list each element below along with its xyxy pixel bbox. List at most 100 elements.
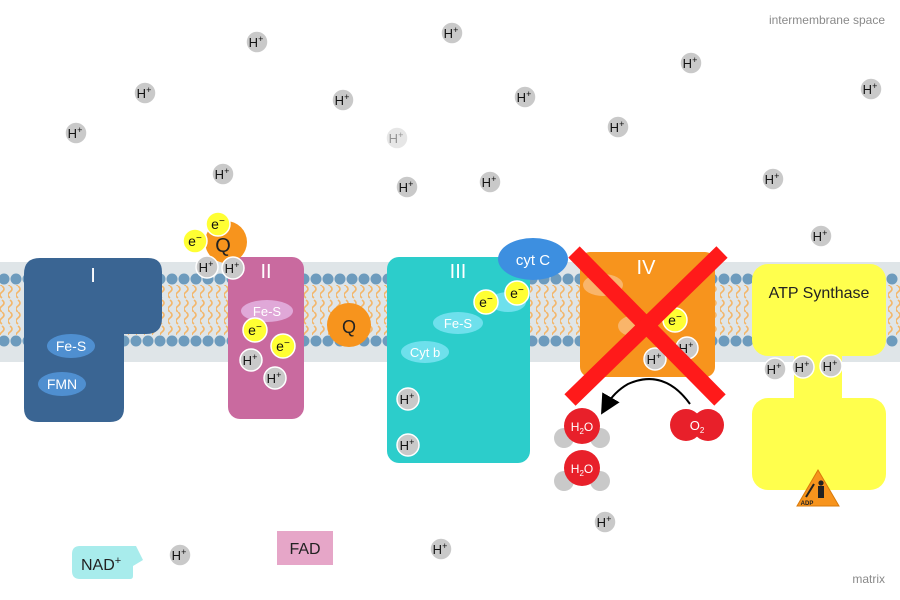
proton-icon: H+	[239, 348, 263, 372]
electron-icon: e−	[242, 317, 268, 343]
lipid-head	[10, 273, 22, 285]
svg-text:H+: H+	[517, 89, 532, 105]
proton-icon: H+	[385, 126, 409, 150]
protons-layer: H+ H+ H+ H+ H+ H+ H+ H+ H+ H+ H+ H+ H+ H+ H+ H+ H+ H+ H+ H+…	[64, 21, 883, 567]
svg-text:H+: H+	[335, 92, 350, 108]
svg-text:e−: e−	[479, 294, 493, 310]
lipid-head	[202, 335, 214, 347]
lipid-head	[742, 335, 754, 347]
quinone-membrane-label: Q	[342, 317, 356, 337]
proton-icon: H+	[679, 51, 703, 75]
proton-icon: H+	[763, 357, 787, 381]
electron-icon: e−	[504, 280, 530, 306]
lipid-head	[10, 335, 22, 347]
svg-text:H+: H+	[765, 171, 780, 187]
water-molecule-1: H2O	[554, 408, 610, 448]
lipid-head	[0, 335, 10, 347]
lipid-head	[130, 335, 142, 347]
lipid-head	[538, 335, 550, 347]
svg-text:O2: O2	[690, 418, 705, 435]
svg-text:H+: H+	[172, 547, 187, 563]
svg-text:H+: H+	[199, 259, 214, 275]
lipid-head	[562, 335, 574, 347]
quinone-membrane: Q	[327, 303, 371, 347]
proton-icon: H+	[593, 510, 617, 534]
svg-text:H+: H+	[400, 437, 415, 453]
proton-icon: H+	[133, 81, 157, 105]
svg-text:H+: H+	[683, 55, 698, 71]
atp-synthase: ATP Synthase ADP	[752, 264, 886, 507]
lipid-head	[166, 335, 178, 347]
svg-text:H2O: H2O	[571, 462, 593, 478]
svg-text:H+: H+	[215, 166, 230, 182]
complex-3-label: III	[450, 261, 467, 283]
svg-text:H+: H+	[795, 359, 810, 375]
svg-text:H+: H+	[813, 228, 828, 244]
proton-icon: H+	[478, 170, 502, 194]
svg-text:H+: H+	[863, 81, 878, 97]
fe-s-cluster-2	[241, 300, 293, 322]
water-molecule-2: H2O	[554, 450, 610, 491]
svg-text:H+: H+	[243, 352, 258, 368]
complex-4-label: IV	[637, 257, 657, 279]
svg-text:H+: H+	[767, 361, 782, 377]
svg-text:e−: e−	[188, 233, 202, 249]
warning-icon: ADP	[796, 469, 840, 507]
lipid-head	[322, 335, 334, 347]
proton-icon: H+	[211, 162, 235, 186]
lipid-head	[358, 273, 370, 285]
proton-icon: H+	[263, 366, 287, 390]
lipid-head	[346, 273, 358, 285]
proton-icon: H+	[643, 347, 667, 371]
complex-2-fe-s-label: Fe-S	[253, 304, 282, 319]
svg-text:H+: H+	[610, 119, 625, 135]
proton-icon: H+	[396, 433, 420, 457]
adp-label: ADP	[801, 501, 814, 507]
lipid-head	[178, 335, 190, 347]
fad-label: FAD	[289, 541, 320, 558]
lipid-head	[730, 273, 742, 285]
complex-3-cyt-b-label: Cyt b	[410, 345, 440, 360]
complex-3-fe-s-label: Fe-S	[444, 316, 473, 331]
lipid-head	[370, 273, 382, 285]
complex-1: I Fe-S FMN	[24, 258, 162, 422]
svg-text:H2O: H2O	[571, 420, 593, 436]
cyt-c-label: cyt C	[516, 252, 550, 269]
proton-icon: H+	[440, 21, 464, 45]
proton-icon: H+	[395, 175, 419, 199]
complex-2-label: II	[260, 261, 271, 283]
matrix-label: matrix	[852, 572, 885, 586]
svg-text:H+: H+	[225, 260, 240, 276]
lipid-head	[142, 335, 154, 347]
proton-icon: H+	[809, 224, 833, 248]
proton-icon: H+	[819, 354, 843, 378]
svg-text:H+: H+	[679, 340, 694, 356]
fe-s-cluster-1	[47, 334, 95, 358]
proton-icon: H+	[606, 115, 630, 139]
svg-text:H+: H+	[249, 34, 264, 50]
lipid-head	[214, 335, 226, 347]
svg-text:H+: H+	[597, 514, 612, 530]
proton-icon: H+	[331, 88, 355, 112]
complex-1-label: I	[90, 265, 96, 287]
svg-text:H+: H+	[399, 179, 414, 195]
intermembrane-space-label: intermembrane space	[769, 13, 885, 27]
proton-icon: H+	[513, 85, 537, 109]
lipid-head	[322, 273, 334, 285]
svg-text:e−: e−	[211, 216, 225, 232]
lipid-head	[550, 335, 562, 347]
lipid-head	[0, 273, 10, 285]
proton-icon: H+	[429, 537, 453, 561]
lipid-head	[166, 273, 178, 285]
reaction-arrow	[601, 378, 691, 415]
proton-icon: H+	[859, 77, 883, 101]
fad: FAD	[277, 531, 333, 565]
lipid-head	[550, 273, 562, 285]
cytochrome-c: cyt C	[498, 238, 568, 280]
lipid-head	[742, 273, 754, 285]
svg-text:H+: H+	[482, 174, 497, 190]
disabled-cross-icon	[564, 246, 728, 406]
lipid-head	[214, 273, 226, 285]
complex-1-fmn-label: FMN	[47, 376, 77, 392]
